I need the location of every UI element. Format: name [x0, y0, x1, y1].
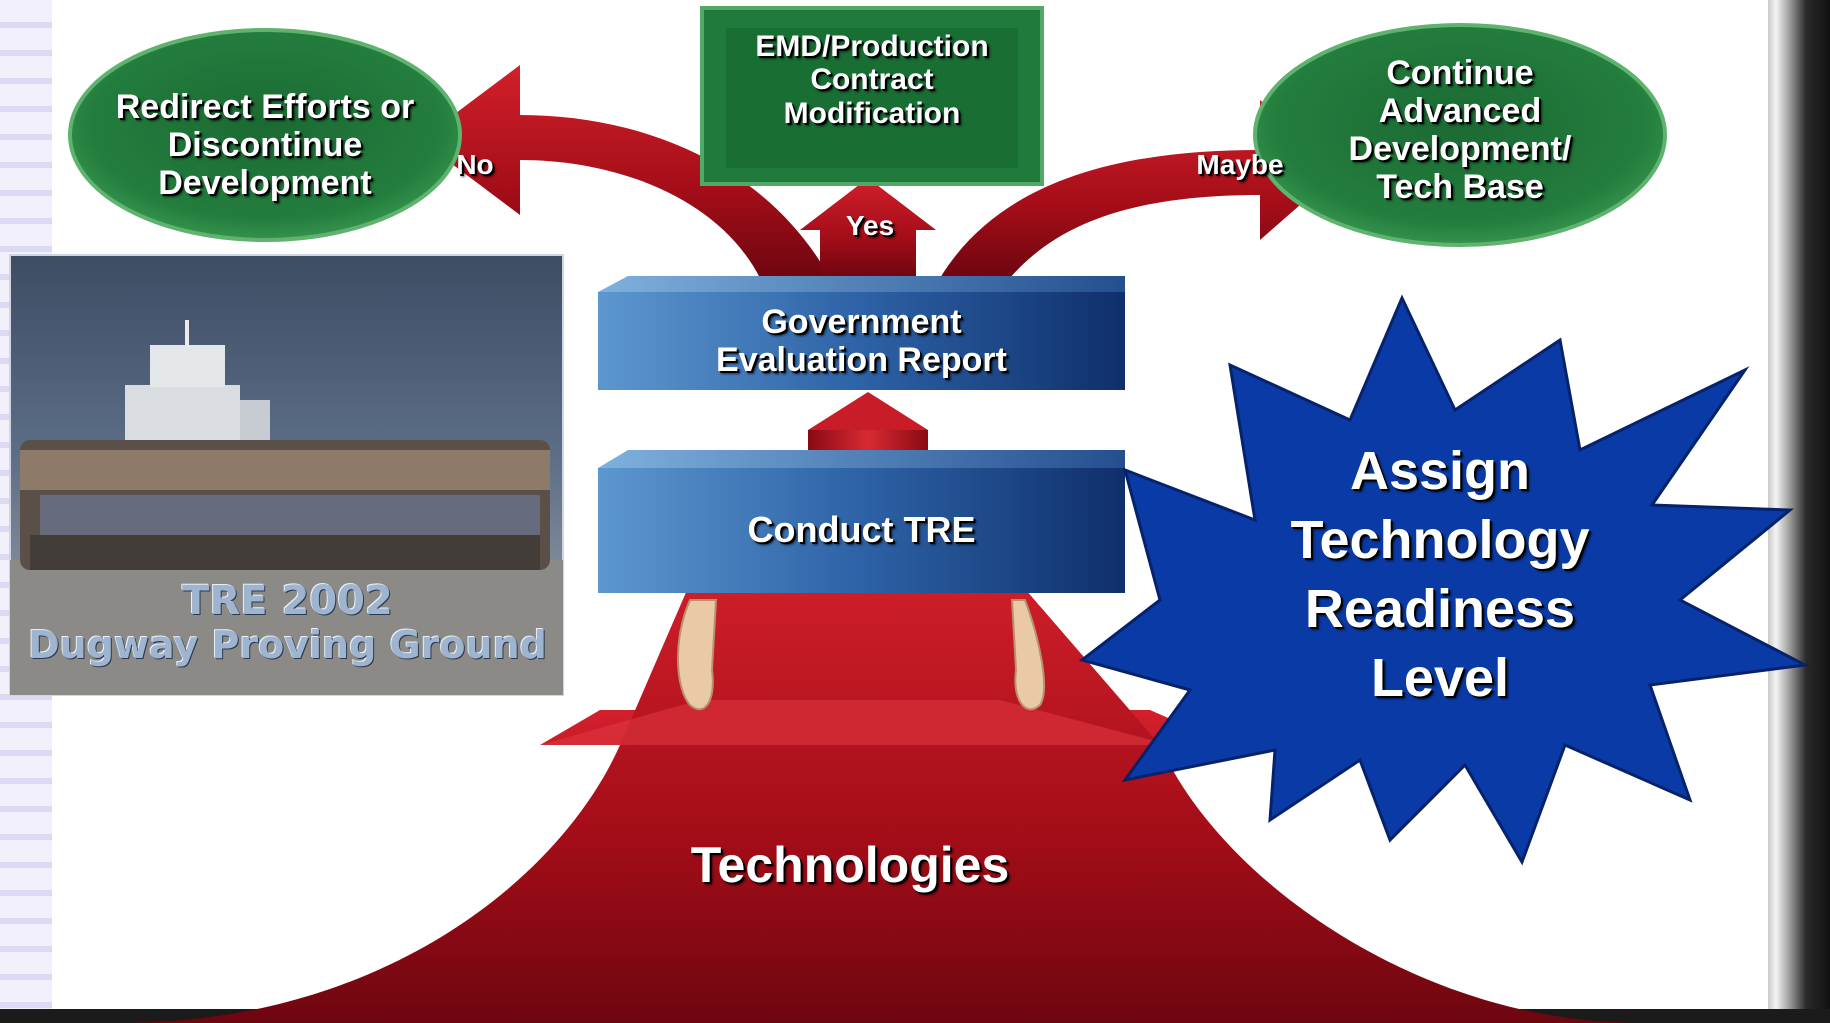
conduct-tre-label: Conduct TRE	[747, 509, 976, 551]
team-photo	[9, 254, 564, 696]
crowd	[20, 440, 550, 570]
emd-production-label: EMD/Production Contract Modification	[755, 29, 989, 130]
redirect-label: Redirect Efforts or Discontinue Developm…	[115, 87, 415, 203]
no-arrow-label: No	[456, 149, 494, 181]
hands-icon	[676, 599, 1046, 711]
assign-trl-label: Assign Technology Readiness Level	[1290, 440, 1590, 709]
yes-arrow-label: Yes	[845, 210, 895, 242]
photo-caption-line1: TRE 2002	[182, 578, 393, 624]
technologies-label: Technologies	[690, 837, 1010, 893]
photo-caption-line2: Dugway Proving Ground	[28, 623, 547, 667]
maybe-arrow	[940, 100, 1340, 278]
no-arrow	[420, 65, 830, 278]
yes-arrow	[800, 178, 936, 278]
conduct-block	[598, 450, 1125, 593]
redirect-oval	[68, 28, 462, 242]
continue-label: Continue Advanced Development/ Tech Base	[1348, 53, 1572, 207]
continue-oval	[1253, 23, 1667, 247]
maybe-arrow-label: Maybe	[1196, 149, 1284, 181]
report-block	[598, 276, 1125, 390]
government-evaluation-report-label: Government Evaluation Report	[716, 302, 1007, 379]
photo-caption: TRE 2002 Dugway Proving Ground	[20, 578, 555, 678]
readiness-starburst	[1078, 294, 1810, 866]
